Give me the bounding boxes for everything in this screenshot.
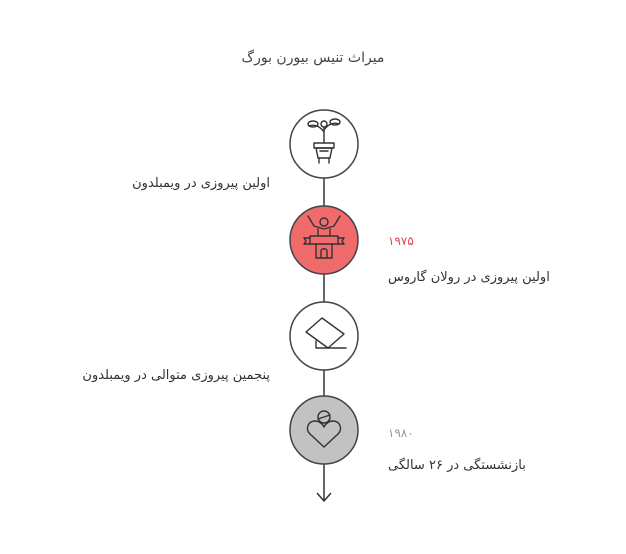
- eraser-icon: [305, 317, 347, 349]
- champion-podium-icon: [303, 215, 345, 259]
- event-node-2: [289, 205, 359, 275]
- event-2-label: اولین پیروزی در رولان گاروس: [388, 270, 550, 285]
- event-node-4: [289, 395, 359, 465]
- event-4-label: بازنشستگی در ۲۶ سالگی: [388, 458, 526, 473]
- event-4-year: ۱۹۸۰: [388, 426, 414, 440]
- person-heart-icon: [306, 410, 342, 448]
- timeline-arrow-head: [316, 492, 332, 503]
- event-node-3: [289, 301, 359, 371]
- event-2-year: ۱۹۷۵: [388, 234, 414, 248]
- diagram-title: میراث تنیس بیورن بورگ: [241, 50, 385, 66]
- potted-plant-icon: [307, 118, 341, 164]
- event-node-1: [289, 109, 359, 179]
- event-3-label: پنجمین پیروزی متوالی در ویمبلدون: [82, 368, 270, 383]
- event-1-label: اولین پیروزی در ویمبلدون: [132, 176, 270, 191]
